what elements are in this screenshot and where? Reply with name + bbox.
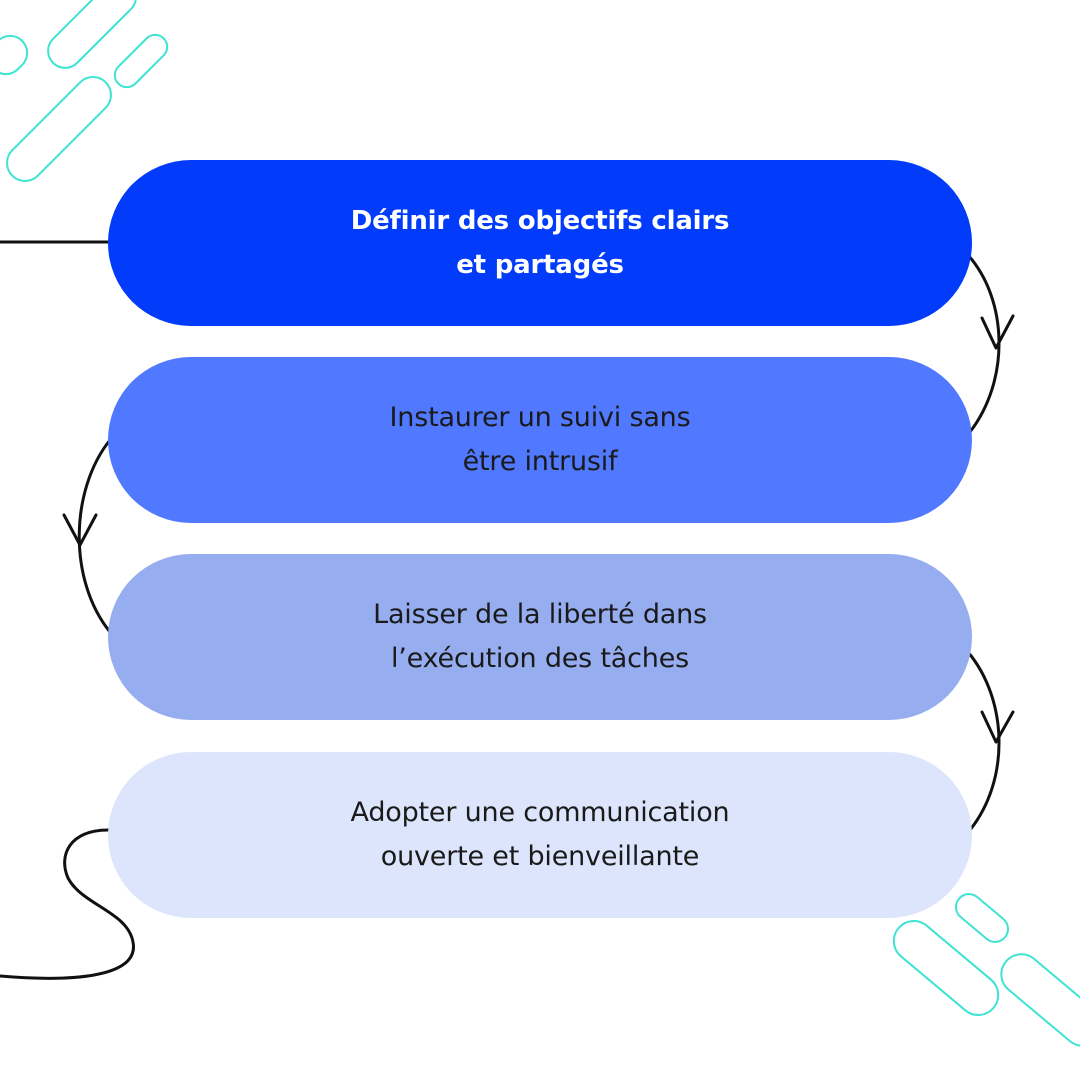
exit-squiggle bbox=[0, 828, 135, 980]
step-3-line-2: l’exécution des tâches bbox=[390, 643, 689, 674]
step-4-line-2: ouverte et bienveillante bbox=[380, 841, 700, 872]
step-2-line-1: Instaurer un suivi sans bbox=[389, 402, 691, 433]
step-4-line-1: Adopter une communication bbox=[350, 797, 730, 828]
step-1-text: Définir des objectifs clairs et partagés bbox=[351, 199, 730, 287]
step-2-text: Instaurer un suivi sans être intrusif bbox=[390, 396, 691, 484]
decor-capsule bbox=[0, 34, 29, 76]
connector-lines bbox=[0, 240, 1015, 980]
decor-capsule bbox=[6, 76, 112, 182]
decor-capsule bbox=[113, 33, 169, 89]
step-pill-4: Adopter une communication ouverte et bie… bbox=[108, 752, 972, 918]
step-1-line-1: Définir des objectifs clairs bbox=[350, 206, 730, 236]
connector-step3-step4 bbox=[966, 650, 1001, 832]
decorative-capsules-bottom-right bbox=[892, 893, 1080, 1047]
decor-capsule bbox=[892, 920, 1000, 1016]
step-pill-2: Instaurer un suivi sans être intrusif bbox=[108, 357, 972, 523]
step-1-line-2: et partagés bbox=[456, 250, 624, 280]
step-pill-1: Définir des objectifs clairs et partagés bbox=[108, 160, 972, 326]
decor-capsule bbox=[954, 893, 1010, 943]
arrow-head-3 bbox=[980, 710, 1015, 744]
connector-step2-step3 bbox=[77, 438, 112, 634]
step-2-line-2: être intrusif bbox=[462, 446, 618, 477]
arrow-head-2 bbox=[62, 513, 98, 547]
decorative-capsules-top-left bbox=[0, 0, 169, 182]
decor-capsule bbox=[1000, 953, 1080, 1047]
step-pill-3: Laisser de la liberté dans l’exécution d… bbox=[108, 554, 972, 720]
step-3-line-1: Laisser de la liberté dans bbox=[373, 599, 707, 630]
decor-capsule bbox=[47, 0, 137, 69]
step-4-text: Adopter une communication ouverte et bie… bbox=[351, 791, 730, 879]
step-3-text: Laisser de la liberté dans l’exécution d… bbox=[373, 593, 707, 681]
arrow-head-1 bbox=[980, 314, 1015, 350]
